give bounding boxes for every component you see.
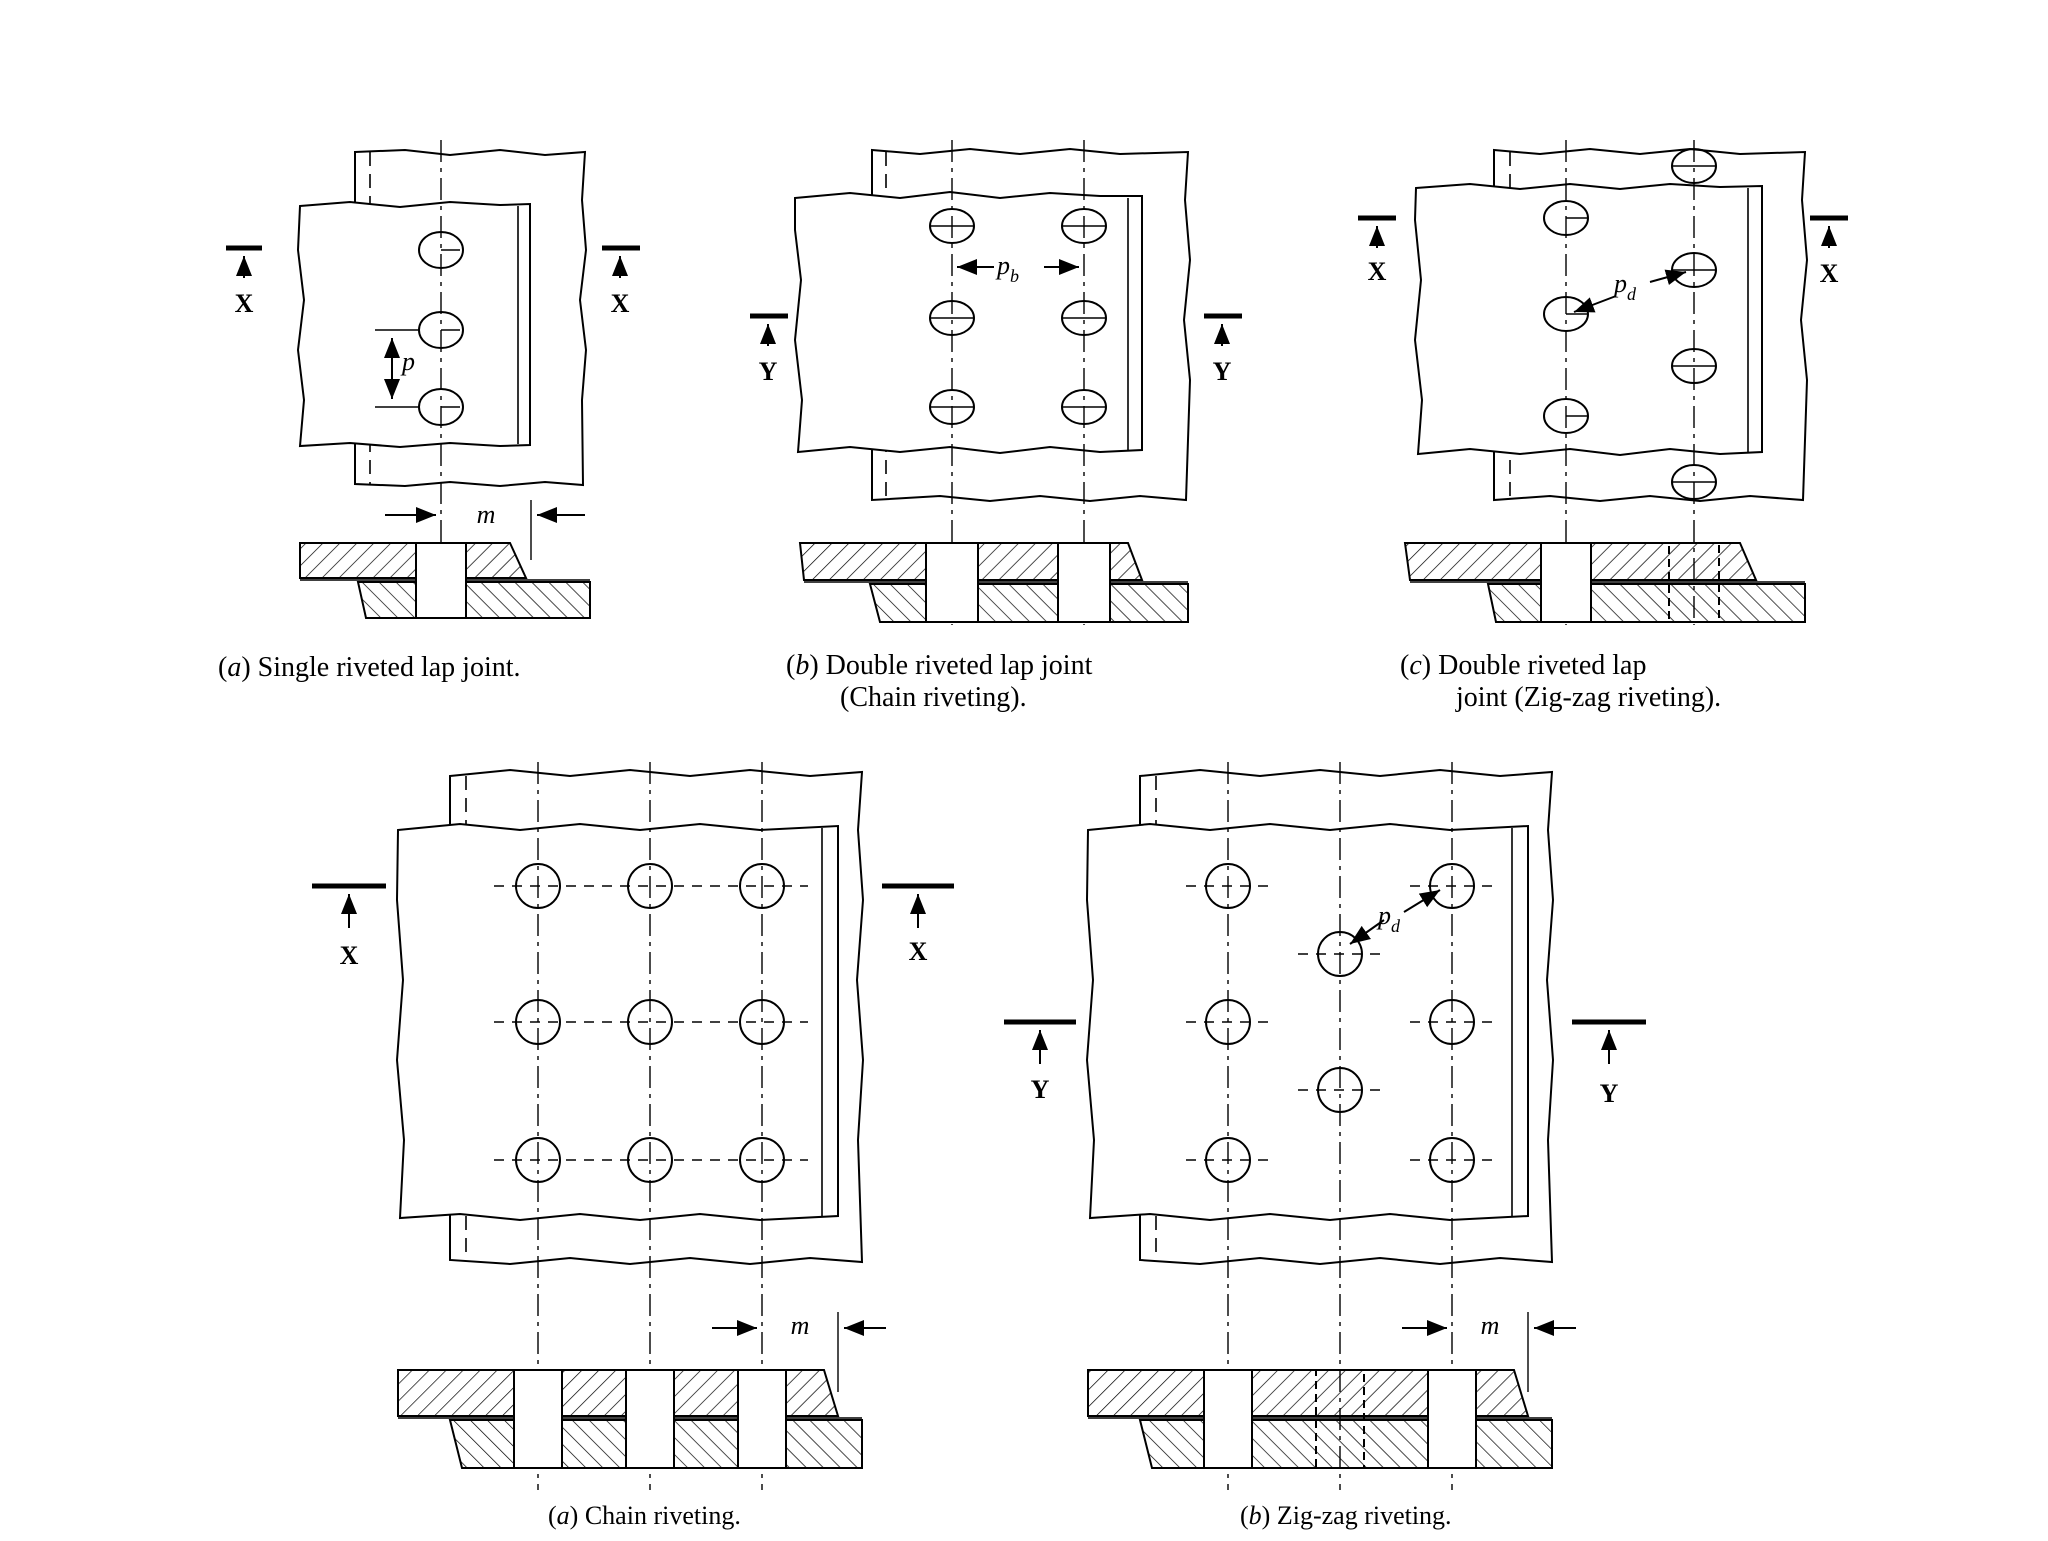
rivet-shank	[1427, 1369, 1477, 1469]
section-label-y: Y	[1213, 357, 1232, 386]
section-label-x: X	[1368, 257, 1387, 286]
rivet-hole	[1671, 348, 1717, 384]
fig-a-single-lap-section	[299, 542, 591, 619]
back-pitch-label: pb	[995, 251, 1019, 286]
fig-a-single-lap-plan	[226, 140, 640, 620]
fig-c-zigzag-lap-section	[1403, 542, 1806, 623]
rivet-shank-hidden	[1315, 1369, 1365, 1469]
diagonal-pitch-label: pd	[1612, 269, 1637, 304]
fig-zigzag-riveting-section	[1087, 1369, 1553, 1469]
rivet-shank	[925, 542, 979, 623]
section-label-y: Y	[759, 357, 778, 386]
caption-double-riveted-chain-line2: (Chain riveting).	[840, 682, 1027, 713]
rivet-hole	[929, 300, 975, 336]
rivet-hole	[1671, 464, 1717, 500]
rivet-hole	[1429, 999, 1475, 1045]
rivet-hole	[739, 1137, 785, 1183]
rivet-hole	[1205, 1137, 1251, 1183]
rivet-hole	[1429, 863, 1475, 909]
plate-upper	[296, 200, 531, 449]
rivet-hole	[1543, 398, 1589, 434]
diagonal-pitch-label: pd	[1376, 901, 1401, 936]
rivet-hole	[515, 863, 561, 909]
margin-label: m	[477, 500, 496, 529]
section-label-x: X	[340, 941, 359, 970]
section-label-x: X	[235, 289, 254, 318]
rivet-hole	[1543, 296, 1589, 332]
diagonal-pitch-dimension	[1573, 295, 1617, 313]
diagonal-pitch-dimension	[1349, 919, 1385, 945]
caption-chain-riveting: (a) Chain riveting.	[548, 1501, 741, 1530]
rivet-shank	[1203, 1369, 1253, 1469]
rivet-hole	[1317, 931, 1363, 977]
rivet-hole	[1317, 1067, 1363, 1113]
rivet-shank	[1057, 542, 1111, 623]
rivet-hole	[1061, 389, 1107, 425]
rivet-shank	[415, 542, 467, 619]
fig-b-chain-lap-section	[798, 542, 1189, 623]
caption-double-riveted-chain: (b) Double riveted lap joint	[786, 650, 1093, 681]
caption-single-riveted-lap: (a) Single riveted lap joint.	[218, 652, 521, 683]
fig-zigzag-riveting-plan	[1004, 762, 1646, 1490]
fig-chain-riveting-section	[397, 1369, 863, 1469]
section-label-y: Y	[1031, 1075, 1050, 1104]
rivet-shank	[513, 1369, 563, 1469]
rivet-hole	[1543, 200, 1589, 236]
section-label-x: X	[1820, 259, 1839, 288]
section-label-y: Y	[1600, 1079, 1619, 1108]
rivet-hole	[1205, 999, 1251, 1045]
rivet-hole	[627, 863, 673, 909]
caption-zigzag-riveting: (b) Zig-zag riveting.	[1240, 1501, 1452, 1530]
rivet-hole	[627, 1137, 673, 1183]
rivet-hole	[627, 999, 673, 1045]
rivet-hole	[1205, 863, 1251, 909]
fig-chain-riveting-plan	[312, 762, 954, 1490]
caption-double-riveted-zigzag: (c) Double riveted lap	[1400, 650, 1646, 681]
rivet-hole	[418, 231, 464, 269]
rivet-shank	[625, 1369, 675, 1469]
margin-label: m	[1481, 1311, 1500, 1340]
rivet-hole	[1429, 1137, 1475, 1183]
fig-c-zigzag-lap-plan	[1358, 140, 1848, 625]
rivet-hole	[515, 999, 561, 1045]
section-label-x: X	[611, 289, 630, 318]
rivet-hole	[929, 389, 975, 425]
caption-double-riveted-zigzag-line2: joint (Zig-zag riveting).	[1455, 682, 1721, 713]
margin-label: m	[791, 1311, 810, 1340]
rivet-hole	[739, 863, 785, 909]
rivet-hole	[515, 1137, 561, 1183]
rivet-shank	[737, 1369, 787, 1469]
plate-lower	[354, 148, 588, 488]
rivet-hole	[1061, 208, 1107, 244]
rivet-shank	[1540, 542, 1592, 623]
pitch-label: p	[400, 347, 415, 376]
fig-b-chain-lap-plan	[750, 140, 1242, 625]
section-label-x: X	[909, 937, 928, 966]
rivet-hole	[1061, 300, 1107, 336]
rivet-hole	[739, 999, 785, 1045]
rivet-hole	[1671, 148, 1717, 184]
rivet-hole	[929, 208, 975, 244]
